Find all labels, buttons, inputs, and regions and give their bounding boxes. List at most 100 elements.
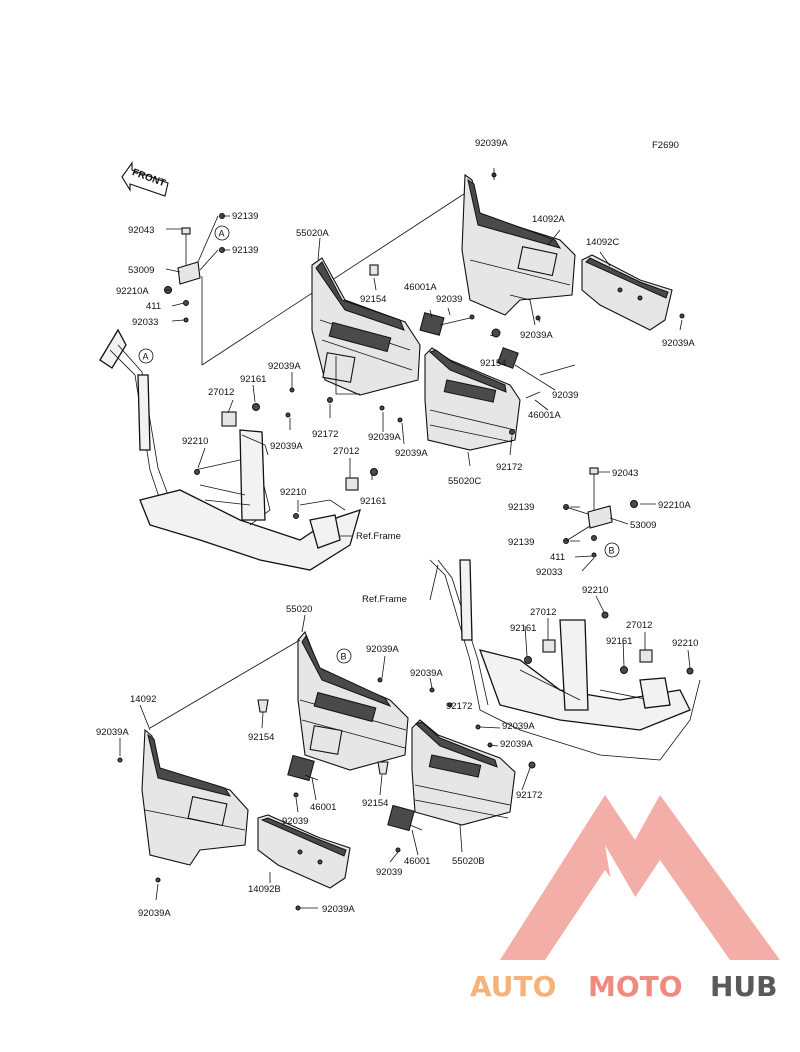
ref-circle-b-panel xyxy=(336,648,352,664)
callout: 92210 xyxy=(182,436,208,447)
callout: 92210 xyxy=(582,585,608,596)
callout: 92161 xyxy=(360,496,386,507)
callout: 46001A xyxy=(404,282,437,293)
callout: 92039A xyxy=(138,908,171,919)
callout: 14092C xyxy=(586,237,619,248)
callout: 92210 xyxy=(280,487,306,498)
callout: 27012 xyxy=(626,620,652,631)
callout: 55020 xyxy=(286,604,312,615)
ref-b-bracket-label: B xyxy=(609,546,615,556)
callout: 92033 xyxy=(132,317,158,328)
callout: 92039A xyxy=(520,330,553,341)
ref-markers: A A B B xyxy=(138,225,620,664)
ref-circle-b-bracket xyxy=(604,542,620,558)
callout: 92154 xyxy=(248,732,274,743)
ref-a-frame-label: A xyxy=(143,352,149,362)
callout: 92039A xyxy=(475,138,508,149)
callout: 46001A xyxy=(528,410,561,421)
callout: 92039A xyxy=(368,432,401,443)
callout: 27012 xyxy=(530,607,556,618)
callout: 46001 xyxy=(404,856,430,867)
panel-14092a xyxy=(461,168,576,326)
callout: 411 xyxy=(550,552,565,563)
callout: 55020C xyxy=(448,476,481,487)
callout: 27012 xyxy=(333,446,359,457)
ref-b-panel-label: B xyxy=(341,652,347,662)
callout: 92039A xyxy=(500,739,533,750)
callout: 92039 xyxy=(282,816,308,827)
frame-right xyxy=(429,559,701,761)
panel-55020c xyxy=(424,347,576,451)
callout: 92172 xyxy=(446,701,472,712)
callout: 55020B xyxy=(452,856,485,867)
callout: 411 xyxy=(146,301,161,312)
callout: 92172 xyxy=(516,790,542,801)
callout-labels: 92039A F2690 92139 92043 92139 53009 922… xyxy=(96,138,698,919)
callout: 92139 xyxy=(232,211,258,222)
callout: 14092A xyxy=(532,214,565,225)
hinge-46001a-upper xyxy=(419,312,475,336)
callout: 92139 xyxy=(232,245,258,256)
ref-a-top-label: A xyxy=(219,229,225,239)
ref-frame-label-right: Ref.Frame xyxy=(362,594,407,605)
callout: 92039A xyxy=(410,668,443,679)
callout: 14092 xyxy=(130,694,156,705)
panel-14092 xyxy=(117,728,249,883)
callout: 92161 xyxy=(510,623,536,634)
front-arrow: FRONT xyxy=(121,161,169,197)
callout: 92139 xyxy=(508,537,534,548)
panel-14092b xyxy=(257,814,351,911)
callout: 53009 xyxy=(630,520,656,531)
panel-55020a xyxy=(311,257,421,396)
bracket-b-right xyxy=(524,467,694,675)
callout: 92039 xyxy=(552,390,578,401)
logo-mark-icon xyxy=(500,795,780,960)
callout: 92039 xyxy=(376,867,402,878)
callout: 92161 xyxy=(240,374,266,385)
callout: 92039 xyxy=(436,294,462,305)
callout: 92154 xyxy=(360,294,386,305)
frame-upper-left xyxy=(99,328,361,571)
callout: 27012 xyxy=(208,387,234,398)
ref-frame-label-left: Ref.Frame xyxy=(356,531,401,542)
watermark-text: AUTO MOTO HUB xyxy=(470,970,778,1003)
callout: 92039A xyxy=(322,904,355,915)
callout: 92039A xyxy=(366,644,399,655)
callout: 92139 xyxy=(508,502,534,513)
panel-14092c xyxy=(581,254,685,331)
watermark-logo xyxy=(500,795,780,960)
callout: 92172 xyxy=(496,462,522,473)
callout: 92039A xyxy=(270,441,303,452)
leader-lines xyxy=(119,215,691,909)
panel-55020b xyxy=(411,719,516,826)
callout: 92210A xyxy=(658,500,691,511)
bracket-a-top xyxy=(164,189,471,366)
watermark-hub: HUB xyxy=(710,970,778,1003)
ref-circle-a-frame xyxy=(138,348,154,364)
callout: 92043 xyxy=(612,468,638,479)
fasteners-lower xyxy=(257,677,536,853)
callout: 46001 xyxy=(310,802,336,813)
watermark-auto: AUTO xyxy=(470,970,556,1003)
callout: 92043 xyxy=(128,225,154,236)
callout: 92033 xyxy=(536,567,562,578)
callout: 53009 xyxy=(128,265,154,276)
callout: 92154 xyxy=(362,798,388,809)
callout: 92039A xyxy=(395,448,428,459)
watermark-moto: MOTO xyxy=(588,970,683,1003)
callout: 92161 xyxy=(606,636,632,647)
callout: 92039A xyxy=(662,338,695,349)
fasteners-upper xyxy=(194,264,515,519)
callout: 92039A xyxy=(268,361,301,372)
panel-55020 xyxy=(149,630,409,771)
callout: 92039A xyxy=(96,727,129,738)
figure-code: F2690 xyxy=(652,140,679,151)
callout: 92210 xyxy=(672,638,698,649)
callout: 92172 xyxy=(312,429,338,440)
callout: 55020A xyxy=(296,228,329,239)
callout: 92210A xyxy=(116,286,149,297)
callout: 14092B xyxy=(248,884,281,895)
ref-circle-a-top xyxy=(214,225,230,241)
